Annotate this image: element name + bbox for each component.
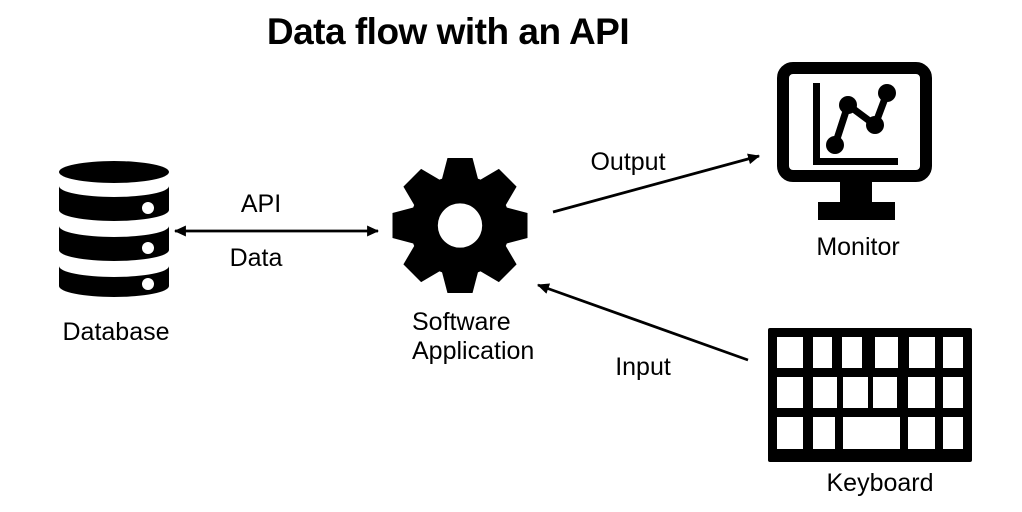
data-edge-label: Data	[229, 244, 283, 272]
input-edge-label: Input	[615, 353, 671, 381]
keyboard-icon	[768, 328, 972, 462]
database-icon	[59, 161, 169, 297]
keyboard-label: Keyboard	[826, 469, 934, 497]
input-arrow	[536, 283, 749, 362]
output-edge-label: Output	[590, 148, 666, 176]
keyboard-keys	[777, 337, 963, 449]
monitor-icon	[777, 62, 932, 220]
software-application-label-line2: Application	[412, 337, 535, 365]
monitor-label: Monitor	[816, 233, 900, 261]
api-edge-label: API	[240, 190, 282, 218]
line-chart-icon	[813, 83, 898, 165]
gear-icon	[392, 158, 528, 293]
database-label: Database	[62, 318, 170, 346]
software-application-label: Software Application	[412, 308, 534, 366]
diagram-title: Data flow with an API	[266, 11, 630, 52]
software-application-label-line1: Software	[412, 308, 511, 336]
